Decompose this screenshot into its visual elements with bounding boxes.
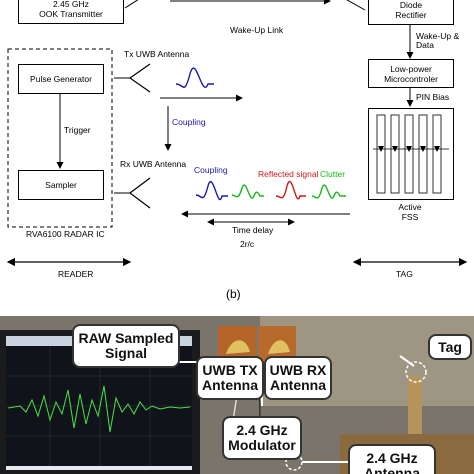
pulse-generator-box: Pulse Generator — [18, 64, 104, 94]
uwb-tx-antenna-callout: UWB TX Antenna — [196, 356, 264, 400]
pulse-waveforms — [175, 67, 346, 200]
sampler-box: Sampler — [18, 170, 104, 200]
active-fss — [368, 108, 454, 200]
trigger-label: Trigger — [64, 125, 91, 135]
uwb-rx-antenna-callout: UWB RX Antenna — [264, 356, 332, 400]
tx-pulse — [175, 67, 214, 88]
experimental-setup-photo: RAW Sampled Signal UWB TX Antenna UWB RX… — [0, 316, 474, 474]
diagram-lines — [6, 0, 468, 267]
fss-elements — [373, 114, 449, 194]
clutter-pulse-1 — [231, 184, 264, 199]
clutter-pulse-2 — [311, 184, 346, 199]
coupling-vertical-label: Coupling — [172, 117, 206, 127]
reader-label: READER — [58, 269, 94, 279]
wakeup-data-label: Wake-Up & Data — [416, 31, 460, 51]
rectifier-box: Diode Rectifier — [368, 0, 454, 25]
rx-antenna-label: Rx UWB Antenna — [120, 159, 187, 169]
pin-bias-label: PIN Bias — [416, 92, 450, 102]
radar-ic-label: RVA6100 RADAR IC — [26, 229, 105, 239]
fss-label: Active FSS — [398, 202, 422, 222]
reflected-signal-label: Reflected signal — [258, 169, 319, 179]
two-r-over-c-label: 2r/c — [240, 239, 255, 249]
raw-sampled-signal-callout: RAW Sampled Signal — [72, 324, 180, 368]
sampled-signal-trace — [7, 385, 191, 433]
antenna-24ghz-callout: 2.4 GHz Antenna — [348, 444, 436, 474]
tx-antenna-label: Tx UWB Antenna — [124, 49, 190, 59]
coupling-pulse — [195, 181, 228, 200]
transmitter-box: 2.45 GHz OOK Transmitter — [18, 0, 124, 24]
subfigure-label: (b) — [226, 287, 241, 301]
modulator-callout: 2.4 GHz Modulator — [222, 416, 302, 460]
tag-label: TAG — [396, 269, 413, 279]
microcontroller-box: Low-power Microcontroler — [368, 59, 454, 88]
tag-stand — [408, 376, 422, 440]
reflected-pulse — [275, 180, 306, 200]
clutter-label: Clutter — [320, 169, 346, 179]
wakeup-link-label: Wake-Up Link — [230, 25, 284, 35]
coupling-label: Coupling — [194, 165, 228, 175]
tag-callout: Tag — [428, 334, 472, 360]
time-delay-label: Time delay — [232, 225, 274, 235]
